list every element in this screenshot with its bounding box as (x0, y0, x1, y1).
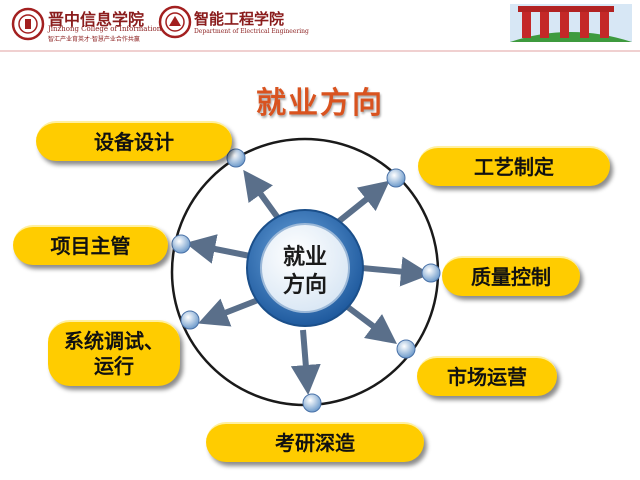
arrow-lower-left (198, 297, 260, 327)
arrow-right (361, 256, 431, 287)
node-graduate (302, 393, 322, 413)
direction-process-planning: 工艺制定 (418, 146, 610, 186)
direction-system-debugging: 系统调试、 运行 (48, 320, 180, 386)
arrows (185, 169, 431, 395)
direction-quality-control: 质量控制 (442, 256, 580, 296)
direction-system-debugging-line2: 运行 (94, 354, 134, 378)
college-seal-icon (11, 7, 45, 41)
node-project (171, 234, 191, 254)
node-design (226, 148, 246, 168)
arrow-lower-right (343, 302, 397, 344)
college-name-en: Jinzhong College of Information (48, 25, 162, 33)
hub-label-line2: 方向 (282, 272, 327, 298)
node-debug (180, 310, 200, 330)
arrow-left (185, 234, 251, 264)
direction-graduate-study: 考研深造 (206, 422, 424, 462)
direction-system-debugging-line1: 系统调试、 (64, 329, 164, 353)
arrow-down (290, 329, 321, 395)
node-quality (421, 263, 441, 283)
campus-gate-icon (510, 4, 632, 42)
hub-label-line1: 就业 (282, 245, 327, 270)
department-seal-icon (158, 5, 192, 39)
hub-label: 就业 方向 (271, 244, 339, 299)
hub-inner (260, 223, 350, 313)
direction-marketing: 市场运营 (417, 356, 557, 396)
arrow-up-right (336, 180, 390, 225)
hub (246, 209, 364, 327)
page-title: 就业方向 (256, 86, 384, 121)
header-divider (0, 50, 640, 52)
direction-project-manager: 项目主管 (13, 225, 168, 265)
ring-nodes (171, 148, 441, 413)
node-marketing (396, 339, 416, 359)
header: 晋中信息学院 Jinzhong College of Information 智… (0, 0, 640, 48)
header-graphics (11, 4, 632, 42)
department-name-cn: 智能工程学院 (194, 10, 285, 28)
college-name-cn: 晋中信息学院 (48, 10, 145, 29)
direction-equipment-design: 设备设计 (36, 121, 232, 161)
college-motto: 智汇产业育英才·智慧产业合作共赢 (48, 36, 140, 43)
arrow-up-left (243, 169, 281, 220)
department-name-en: Department of Electrical Engineering (194, 28, 309, 35)
node-process (386, 168, 406, 188)
